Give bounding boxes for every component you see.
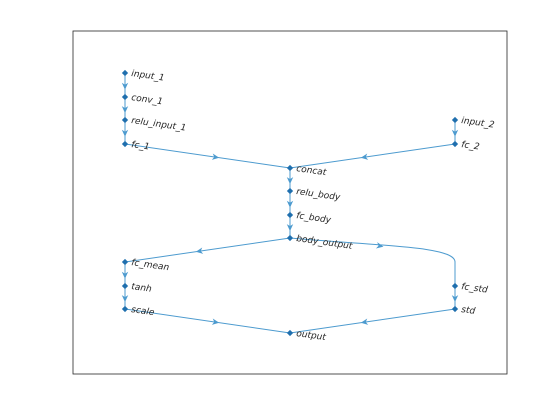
edge-scale-to-output (124, 308, 291, 334)
edge-fc_2-to-concat (289, 143, 456, 169)
node-marker (121, 93, 129, 101)
edge-fc_1-to-concat (124, 143, 291, 169)
arrowhead-body_output-to-fc_std (375, 242, 384, 249)
arrowhead-input_1-to-conv_1 (121, 82, 129, 90)
arrowhead-fc_std-to-std (451, 295, 459, 303)
edges-layer (121, 73, 459, 334)
node-label: tanh (131, 282, 153, 295)
arrowhead-concat-to-relu_body (286, 177, 294, 185)
node-label: fc_std (461, 282, 489, 296)
node-label: fc_1 (131, 140, 151, 152)
arrowhead-relu_body-to-fc_body (286, 200, 294, 208)
arrowhead-body_output-to-fc_mean (195, 247, 204, 254)
node-marker (451, 282, 459, 290)
node-label: scale (131, 305, 156, 318)
node-marker (121, 140, 129, 148)
arrowhead-fc_body-to-body_output (286, 224, 294, 232)
edge-std-to-output (289, 308, 456, 334)
node-label: conv_1 (131, 93, 164, 107)
node-marker (121, 69, 129, 77)
node-label: input_2 (461, 116, 496, 131)
node-marker (286, 329, 294, 337)
node-std: std (451, 305, 476, 317)
node-label: std (461, 305, 476, 317)
node-fc_1: fc_1 (121, 140, 151, 153)
node-label: output (296, 329, 327, 343)
arrowhead-tanh-to-scale (121, 295, 129, 303)
arrowhead-fc_mean-to-tanh (121, 271, 129, 279)
arrowhead-fc_2-to-concat (360, 153, 369, 160)
node-label: fc_body (296, 211, 333, 226)
arrowhead-conv_1-to-relu_input_1 (121, 106, 129, 114)
arrowhead-std-to-output (360, 318, 369, 325)
edge-body_output-to-fc_mean (124, 237, 291, 263)
arrowhead-relu_input_1-to-fc_1 (121, 129, 129, 137)
arrowhead-input_2-to-fc_2 (451, 129, 459, 137)
arrowhead-fc_1-to-concat (211, 153, 220, 160)
node-label: input_1 (131, 69, 165, 84)
node-marker (121, 116, 129, 124)
node-label: fc_2 (461, 140, 481, 152)
node-conv_1: conv_1 (121, 93, 164, 107)
arrowhead-scale-to-output (211, 318, 220, 325)
edge-body_output-to-fc_std (289, 237, 456, 286)
node-label: concat (296, 164, 328, 178)
node-input_1: input_1 (121, 69, 165, 84)
node-fc_std: fc_std (451, 282, 489, 296)
node-output: output (286, 329, 327, 343)
node-marker (451, 305, 459, 313)
